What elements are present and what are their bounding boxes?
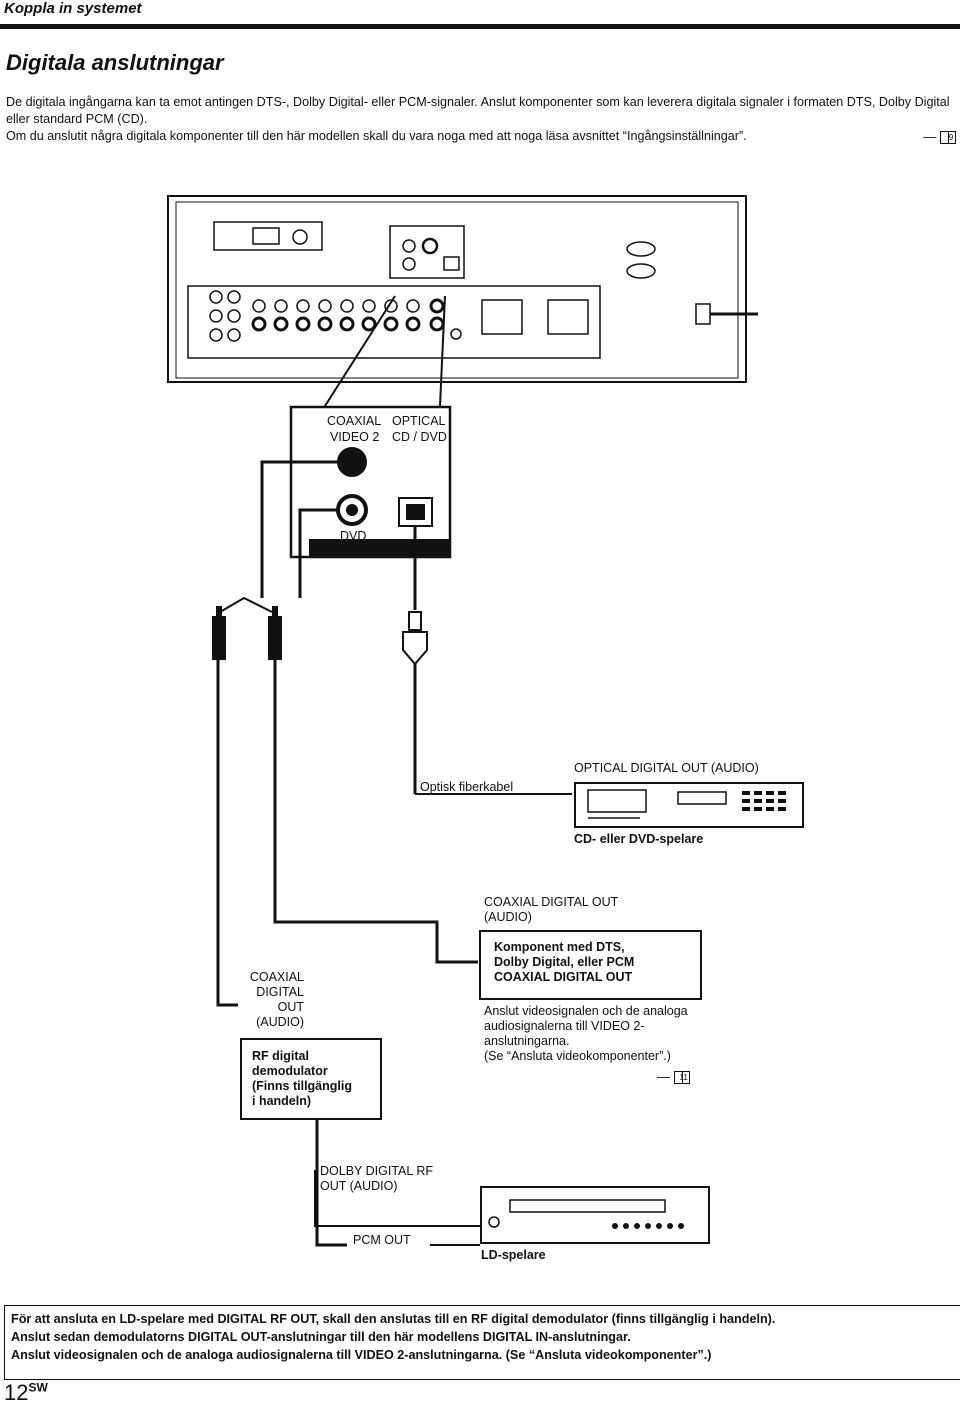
coax-component-description: Anslut videosignalen och de analoga audi…	[484, 1004, 688, 1063]
panel-dvd-label: DVD	[340, 529, 367, 543]
ld-player-label: LD-spelare	[481, 1248, 546, 1262]
ld-pcm-output-label: PCM OUT	[353, 1233, 411, 1247]
coax-component-title: Komponent med DTS, Dolby Digital, eller …	[494, 940, 635, 984]
panel-video2-label: VIDEO 2	[330, 430, 380, 444]
rf-demodulator-title: RF digital demodulator (Finns tillgängli…	[252, 1049, 352, 1108]
book-icon: 9	[940, 131, 956, 145]
intro-text: De digitala ingångarna kan ta emot antin…	[6, 94, 956, 145]
ld-player	[480, 1186, 710, 1244]
coax-page-ref: — 11	[657, 1069, 690, 1085]
coax-component-box: Komponent med DTS, Dolby Digital, eller …	[479, 930, 702, 1000]
page-title: Digitala anslutningar	[6, 50, 224, 75]
rf-output-label: COAXIAL DIGITAL OUT (AUDIO)	[249, 970, 304, 1029]
receiver-back-panel	[167, 195, 758, 383]
note-line-1: För att ansluta en LD-spelare med DIGITA…	[11, 1312, 776, 1326]
rca-plug-right	[268, 606, 282, 660]
panel-cddvd-label: CD / DVD	[392, 430, 447, 444]
panel-optical-label: OPTICAL	[392, 414, 446, 428]
note-line-3: Anslut videosignalen och de analoga audi…	[11, 1348, 712, 1362]
optical-plug	[402, 611, 428, 666]
optical-cable-label: Optisk fiberkabel	[420, 780, 514, 794]
cables	[216, 460, 572, 1247]
page-ref: — 9	[923, 128, 956, 145]
coax-output-label: COAXIAL DIGITAL OUT (AUDIO)	[484, 895, 619, 924]
page-language: SW	[28, 1380, 48, 1395]
note-line-2: Anslut sedan demodulatorns DIGITAL OUT-a…	[11, 1330, 631, 1344]
connection-diagram	[167, 195, 804, 1247]
section-header: Koppla in systemet	[4, 0, 142, 17]
intro-para-2: Om du anslutit några digitala komponente…	[6, 128, 956, 145]
page-number: 12SW	[4, 1380, 48, 1405]
rca-jack-row	[209, 290, 462, 342]
panel-coaxial-label: COAXIAL	[327, 414, 382, 428]
cd-player	[574, 782, 804, 828]
intro-para-1: De digitala ingångarna kan ta emot antin…	[6, 95, 950, 126]
ld-rf-output-label: DOLBY DIGITAL RF OUT (AUDIO)	[320, 1164, 433, 1193]
rca-plug-left	[212, 606, 226, 660]
rf-demodulator-box: RF digital demodulator (Finns tillgängli…	[240, 1038, 382, 1120]
cd-output-label: OPTICAL DIGITAL OUT (AUDIO)	[574, 761, 759, 775]
zoom-callout	[289, 295, 452, 559]
header-rule	[0, 24, 960, 29]
book-icon: 11	[673, 1071, 690, 1085]
note-box: För att ansluta en LD-spelare med DIGITA…	[4, 1305, 960, 1380]
cd-player-label: CD- eller DVD-spelare	[574, 832, 704, 846]
